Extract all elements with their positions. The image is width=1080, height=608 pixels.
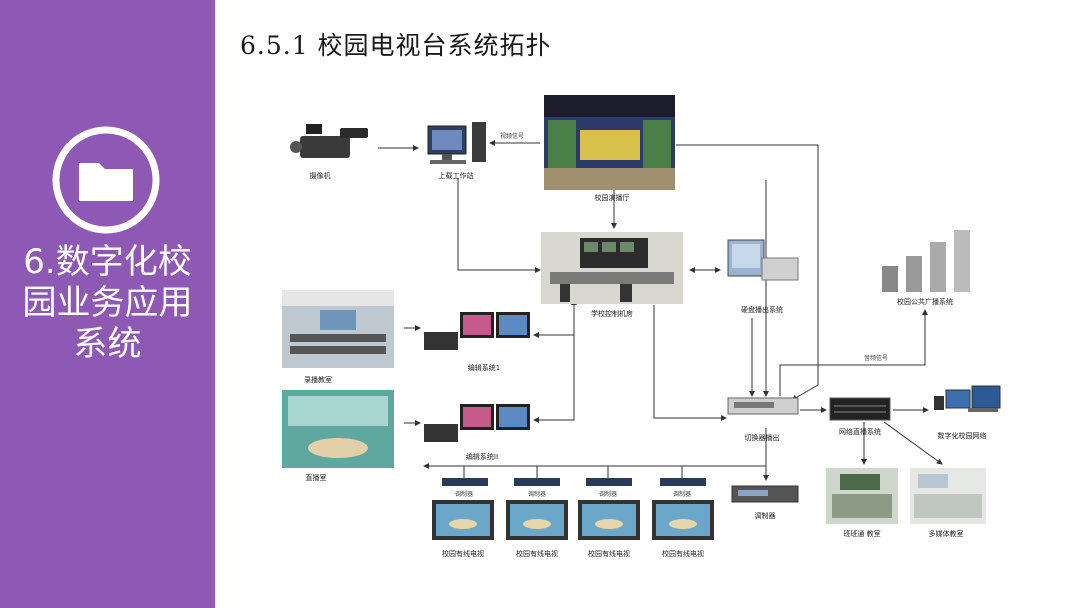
- tv-receiver-label-3: 调制器: [599, 490, 617, 498]
- section-title-line-3: 系统: [73, 324, 142, 364]
- tv-label-1: 校园有线电视: [442, 549, 484, 558]
- cable-tv-unit-4: 调制器 校园有线电视: [652, 478, 714, 558]
- modulator-label: 调制器: [755, 511, 776, 520]
- control-room-node: 学校控制机房: [541, 232, 683, 318]
- camera-node: 摄像机: [290, 124, 368, 180]
- campus-network-node: 数字化校园网络: [934, 385, 1001, 440]
- recording-room-node: 录播教室: [282, 290, 394, 384]
- studio-hall-label: 校园演播厅: [595, 193, 630, 202]
- section-title: 6.数字化校 园业务应用 系统: [0, 242, 215, 365]
- multimedia-node: 多媒体教室: [910, 468, 986, 538]
- upload-station-label: 上载工作站: [439, 171, 474, 180]
- classroom-node: 班班通 教室: [826, 468, 898, 538]
- tv-receiver-label-4: 调制器: [673, 490, 691, 498]
- campus-network-label: 数字化校园网络: [938, 431, 987, 440]
- tv-label-2: 校园有线电视: [516, 549, 558, 558]
- edit-system-1-label: 编辑系统1: [468, 363, 500, 372]
- cable-tv-unit-2: 调制器 校园有线电视: [506, 478, 568, 558]
- edit-system-1-node: 编辑系统1: [424, 312, 530, 372]
- switcher-node: 切换器播出: [727, 397, 799, 442]
- tv-label-4: 校园有线电视: [662, 549, 704, 558]
- stream-label: 网络直播系统: [839, 427, 881, 436]
- modulator-node: 调制器: [731, 485, 799, 520]
- live-room-label: 直播室: [306, 473, 327, 482]
- cable-tv-unit-1: 调制器 校园有线电视: [432, 478, 494, 558]
- switcher-label: 切换器播出: [745, 433, 780, 442]
- broadcast-label: 校园公共广播系统: [897, 297, 953, 306]
- section-title-line-1: 6.数字化校: [23, 242, 192, 282]
- camera-label: 摄像机: [310, 171, 331, 180]
- studio-hall-node: 校园演播厅: [544, 95, 675, 202]
- tv-receiver-label-1: 调制器: [455, 490, 473, 498]
- cable-tv-unit-3: 调制器 校园有线电视: [578, 478, 640, 558]
- classroom-label: 班班通 教室: [843, 529, 880, 538]
- broadcast-node: 校园公共广播系统: [882, 230, 970, 306]
- control-room-label: 学校控制机房: [591, 309, 633, 318]
- sidebar: 6.数字化校 园业务应用 系统: [0, 0, 215, 608]
- slide-title: 6.5.1 校园电视台系统拓扑: [240, 31, 552, 60]
- section-title-line-2: 园业务应用: [22, 283, 193, 323]
- tv-label-3: 校园有线电视: [588, 549, 630, 558]
- audio-signal-label: 音频信号: [864, 354, 888, 362]
- edit-system-2-label: 编辑系统II: [466, 452, 498, 461]
- disk-playout-node: 硬盘播出系统: [727, 239, 799, 314]
- upload-station-node: 上载工作站: [427, 122, 486, 180]
- recording-room-label: 录播教室: [304, 375, 332, 384]
- disk-playout-label: 硬盘播出系统: [741, 305, 783, 314]
- stream-node: 网络直播系统: [829, 397, 891, 436]
- live-room-node: 直播室: [282, 390, 394, 482]
- edit-system-2-node: 编辑系统II: [424, 404, 530, 461]
- folder-icon: [52, 126, 160, 234]
- video-signal-label: 视频信号: [500, 132, 524, 140]
- multimedia-label: 多媒体教室: [929, 529, 964, 538]
- tv-receiver-label-2: 调制器: [528, 490, 546, 498]
